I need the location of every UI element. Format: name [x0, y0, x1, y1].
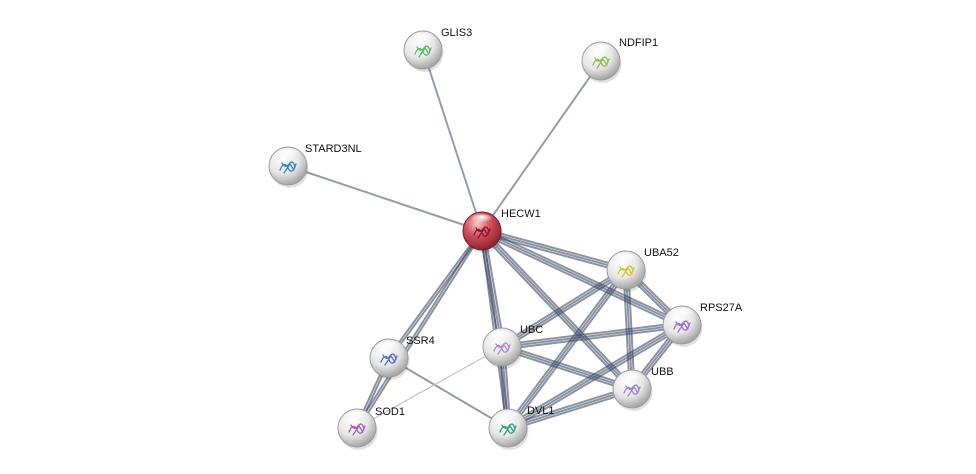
edge-hecw1-ndfip1[interactable] — [481, 60, 602, 232]
node-label-rps27a: RPS27A — [700, 302, 743, 314]
node-label-stard3nl: STARD3NL — [305, 143, 362, 155]
structure-icon — [499, 423, 517, 436]
node-label-ubb: UBB — [651, 366, 674, 378]
structure-icon — [380, 353, 398, 366]
node-uba52[interactable]: UBA52 — [606, 247, 679, 292]
edge-ubc-ubb[interactable] — [500, 343, 634, 393]
node-ubb[interactable]: UBB — [612, 366, 674, 411]
structure-icon — [279, 161, 297, 174]
node-ubc[interactable]: UBC — [482, 324, 543, 369]
edge-hecw1-stard3nl[interactable] — [287, 165, 483, 232]
edge-rps27a-ubc[interactable] — [500, 321, 684, 351]
node-ssr4[interactable]: SSR4 — [369, 335, 435, 380]
structure-icon — [673, 320, 691, 333]
edge-hecw1-glis3[interactable] — [422, 49, 483, 232]
structure-icon — [348, 423, 366, 436]
structure-icon — [414, 45, 432, 58]
node-label-uba52: UBA52 — [644, 247, 679, 259]
edge-sod1-ubc[interactable] — [356, 346, 503, 429]
structure-icon — [623, 384, 641, 397]
structure-icon — [617, 265, 635, 278]
structure-icon — [473, 226, 491, 239]
node-stard3nl[interactable]: STARD3NL — [268, 143, 362, 188]
node-label-hecw1: HECW1 — [501, 208, 541, 220]
node-label-glis3: GLIS3 — [441, 27, 472, 39]
node-dvl1[interactable]: DVL1 — [488, 405, 555, 450]
edge-uba52-dvl1[interactable] — [505, 267, 629, 431]
structure-icon — [493, 342, 511, 355]
edge-ubb-dvl1[interactable] — [506, 385, 634, 432]
node-ndfip1[interactable]: NDFIP1 — [581, 37, 658, 83]
node-rps27a[interactable]: RPS27A — [662, 302, 743, 347]
node-sod1[interactable]: SOD1 — [337, 406, 405, 450]
edge-hecw1-rps27a[interactable] — [479, 227, 685, 329]
node-label-ubc: UBC — [520, 324, 543, 336]
node-label-ssr4: SSR4 — [406, 335, 435, 347]
structure-icon — [592, 56, 610, 69]
edge-ssr4-dvl1[interactable] — [388, 357, 509, 429]
node-glis3[interactable]: GLIS3 — [403, 27, 472, 72]
node-hecw1[interactable]: HECW1 — [462, 208, 541, 253]
edge-hecw1-sod1[interactable] — [354, 229, 485, 430]
edge-uba52-ubc[interactable] — [499, 266, 629, 351]
node-label-ndfip1: NDFIP1 — [619, 37, 658, 49]
node-label-dvl1: DVL1 — [527, 405, 555, 417]
node-label-sod1: SOD1 — [375, 406, 405, 418]
